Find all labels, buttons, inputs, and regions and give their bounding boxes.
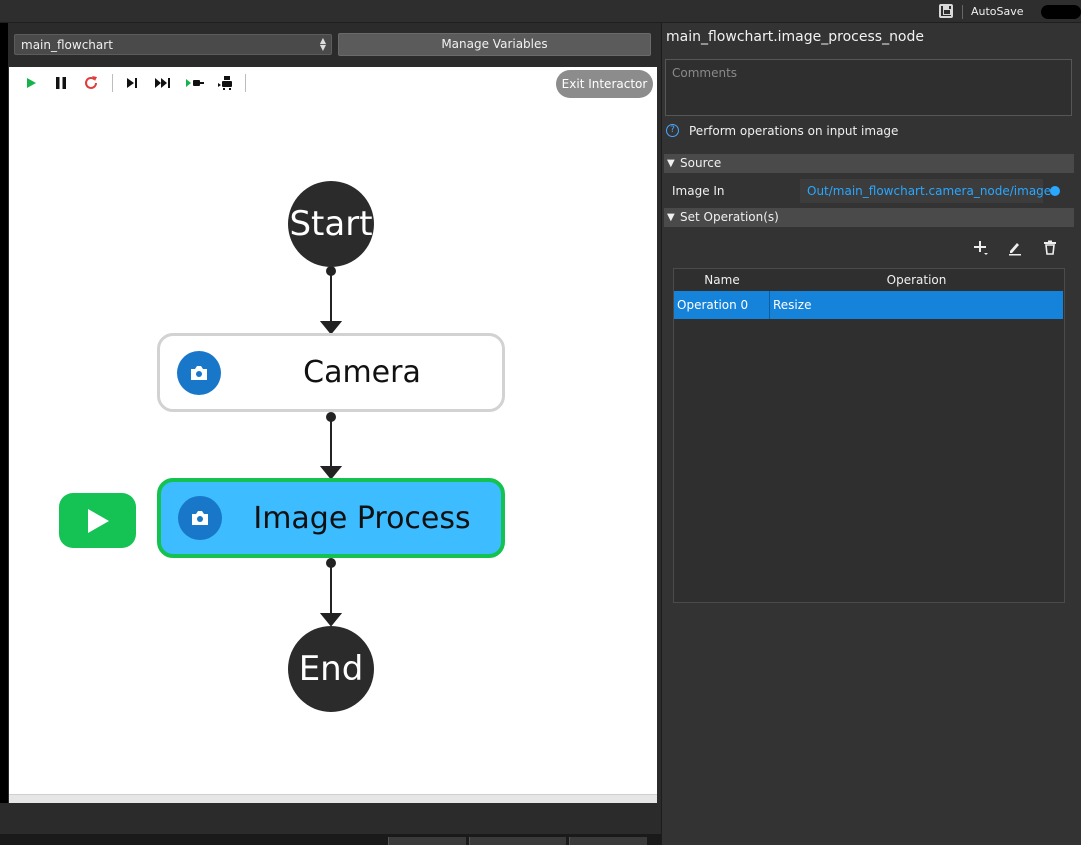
end-node[interactable]: End	[288, 626, 374, 712]
canvas-horizontal-scrollbar[interactable]	[9, 794, 657, 803]
comments-field[interactable]: Comments	[665, 59, 1072, 116]
exit-interactor-button[interactable]: Exit Interactor	[556, 70, 653, 98]
pause-icon[interactable]	[52, 74, 70, 92]
play-icon[interactable]	[22, 74, 40, 92]
bottom-tab[interactable]	[388, 837, 466, 845]
flowchart-select-value: main_flowchart	[21, 38, 113, 52]
collapse-triangle-icon: ▼	[667, 212, 675, 223]
table-row[interactable]	[674, 291, 1063, 319]
bottom-tab[interactable]	[469, 837, 566, 845]
column-separator	[769, 291, 770, 319]
inspector-title: main_flowchart.image_process_node	[666, 29, 925, 45]
table-cell-name[interactable]: Operation 0	[677, 298, 749, 312]
image-in-value: Out/main_flowchart.camera_node/image	[807, 184, 1052, 198]
help-icon[interactable]: ?	[666, 124, 679, 137]
add-operation-icon[interactable]	[973, 240, 989, 256]
autosave-label: AutoSave	[971, 5, 1024, 18]
operations-table[interactable]	[673, 268, 1065, 603]
running-play-icon	[59, 493, 136, 548]
top-bar	[0, 0, 1081, 23]
left-edge	[0, 23, 8, 803]
source-section-label: Source	[680, 156, 722, 170]
operations-section-header[interactable]: ▼ Set Operation(s)	[664, 208, 1074, 227]
updown-arrows-icon: ▲▼	[319, 36, 326, 52]
comments-placeholder: Comments	[672, 66, 738, 80]
camera-icon	[177, 350, 221, 395]
camera-node-label: Camera	[303, 355, 421, 390]
table-header-name[interactable]: Name	[704, 273, 740, 287]
start-node[interactable]: Start	[288, 181, 374, 267]
delete-operation-icon[interactable]	[1042, 240, 1058, 256]
step-icon[interactable]	[123, 74, 141, 92]
collapse-triangle-icon: ▼	[667, 158, 675, 169]
image-in-label: Image In	[672, 184, 725, 198]
image-process-node-label: Image Process	[253, 500, 471, 536]
edit-operation-icon[interactable]	[1007, 240, 1023, 256]
bottom-tab-bar	[0, 834, 661, 845]
image-process-node[interactable]: Image Process	[157, 478, 505, 558]
node-description: Perform operations on input image	[689, 124, 899, 138]
bottom-tab[interactable]	[569, 837, 647, 845]
debug-icon[interactable]	[216, 74, 236, 92]
source-section-header[interactable]: ▼ Source	[664, 154, 1074, 173]
flowchart-select[interactable]: main_flowchart ▲▼	[14, 34, 332, 55]
table-header-operation[interactable]: Operation	[886, 273, 947, 287]
step-into-icon[interactable]	[184, 74, 206, 92]
restart-icon[interactable]	[82, 74, 100, 92]
camera-icon	[178, 496, 222, 540]
camera-node[interactable]: Camera	[157, 333, 505, 412]
manage-variables-button[interactable]: Manage Variables	[338, 33, 651, 56]
operations-section-label: Set Operation(s)	[680, 210, 779, 224]
autosave-toggle[interactable]	[1041, 5, 1081, 19]
connection-dot-icon[interactable]	[1050, 186, 1060, 196]
image-in-field[interactable]: Out/main_flowchart.camera_node/image	[800, 179, 1051, 203]
toolbar-separator	[112, 74, 113, 92]
table-cell-operation[interactable]: Resize	[773, 298, 812, 312]
save-icon[interactable]	[939, 4, 953, 18]
fast-forward-icon[interactable]	[153, 74, 173, 92]
toolbar-separator	[962, 5, 963, 19]
toolbar-separator	[245, 74, 246, 92]
